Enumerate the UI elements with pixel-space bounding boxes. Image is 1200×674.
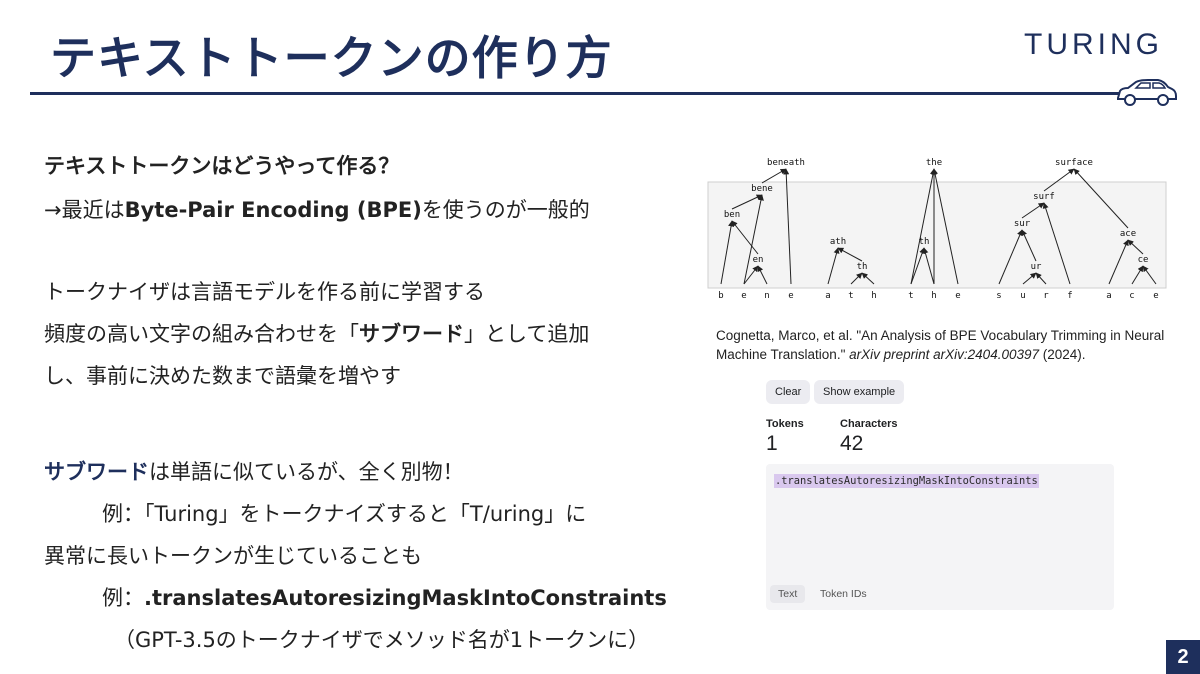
tokens-count: 1 <box>766 432 778 455</box>
tree-edge <box>1043 168 1075 192</box>
tree-node-label: surface <box>1055 158 1093 168</box>
highlighted-token: .translatesAutoresizingMaskIntoConstrain… <box>774 474 1039 488</box>
tree-edge <box>1127 239 1144 255</box>
subword-add-line: 頻度の高い文字の組み合わせを「サブワード」として追加 <box>44 322 590 346</box>
tree-node-label: ur <box>1031 262 1042 272</box>
tree-letter-label: h <box>931 291 936 301</box>
tree-edge <box>922 247 935 285</box>
tree-edge <box>1142 265 1157 285</box>
question-line: テキストトークンはどうやって作る？ <box>44 154 400 178</box>
tree-node-label: beneath <box>767 158 805 168</box>
vocab-line: し、事前に決めた数まで語彙を増やす <box>44 364 401 388</box>
tree-edge <box>827 247 840 285</box>
tree-edge <box>731 194 763 210</box>
page-number: 2 <box>1166 640 1200 674</box>
tree-letter-label: e <box>741 291 746 301</box>
tree-edge <box>1022 272 1037 285</box>
tree-node-label: ben <box>724 210 740 220</box>
tree-edge <box>998 229 1023 285</box>
tree-edge <box>1073 168 1129 229</box>
tree-edge <box>910 168 936 285</box>
tree-node-label: the <box>926 158 942 168</box>
tree-letter-label: n <box>764 291 769 301</box>
tree-letter-label: b <box>718 291 723 301</box>
bpe-line: →最近はByte-Pair Encoding (BPE)を使うのが一般的 <box>44 198 590 222</box>
subword-note-line: サブワードは単語に似ているが、全く別物！ <box>44 460 464 484</box>
long-token-line: 異常に長いトークンが生じていることも <box>44 544 422 568</box>
slide-title: テキストトークンの作り方 <box>50 31 613 85</box>
tokens-label: Tokens <box>766 418 804 430</box>
tree-edge <box>910 247 925 285</box>
tree-letter-label: f <box>1067 291 1072 301</box>
token-output-box: .translatesAutoresizingMaskIntoConstrain… <box>766 464 1114 610</box>
tree-letter-label: s <box>996 291 1001 301</box>
tree-letter-label: t <box>848 291 853 301</box>
tree-letter-label: t <box>908 291 913 301</box>
turing-logo: TURING <box>1024 28 1163 61</box>
citation: Cognetta, Marco, et al. "An Analysis of … <box>716 328 1165 362</box>
tree-edge <box>837 247 863 262</box>
tree-letter-label: e <box>788 291 793 301</box>
tree-node-label: ace <box>1120 229 1136 239</box>
tree-letter-label: a <box>825 291 830 301</box>
tree-node-label: th <box>919 237 930 247</box>
title-rule <box>30 92 1120 95</box>
tree-letter-label: a <box>1106 291 1111 301</box>
tree-node-label: ath <box>830 237 846 247</box>
tokenizer-demo: Clear Show example Tokens Characters 1 4… <box>766 380 1116 614</box>
tree-letter-label: u <box>1020 291 1025 301</box>
tree-edge <box>743 194 764 285</box>
tab-token-ids[interactable]: Token IDs <box>820 588 867 600</box>
car-icon <box>1117 79 1177 106</box>
tree-node-label: en <box>753 255 764 265</box>
tree-letter-label: h <box>871 291 876 301</box>
tree-letter-label: e <box>1153 291 1158 301</box>
tree-edge <box>720 220 735 285</box>
tree-node-label: ce <box>1138 255 1149 265</box>
turing-example-line: 例：「Turing」をトークナイズすると「T/uring」に <box>102 502 587 526</box>
tree-edge <box>1042 202 1071 285</box>
tree-background <box>707 181 1167 289</box>
method-example-line: 例：.translatesAutoresizingMaskIntoConstra… <box>102 586 667 610</box>
tree-edge <box>1021 229 1037 262</box>
tree-node-label: th <box>857 262 868 272</box>
tree-edge <box>731 220 759 255</box>
tree-edge <box>761 168 787 184</box>
tree-letter-label: e <box>955 291 960 301</box>
gpt-note-line: （GPT-3.5のトークナイザでメソッド名が1トークンに） <box>114 628 650 652</box>
train-line: トークナイザは言語モデルを作る前に学習する <box>44 280 485 304</box>
tab-text[interactable]: Text <box>770 585 806 603</box>
tree-node-label: sur <box>1014 219 1031 229</box>
tree-edge <box>1131 265 1144 285</box>
characters-label: Characters <box>840 418 898 430</box>
tree-edge <box>850 272 863 285</box>
tree-edge <box>1021 202 1045 219</box>
tree-edge <box>861 272 875 285</box>
tree-letter-label: r <box>1043 291 1049 301</box>
tree-edge <box>783 168 792 285</box>
tree-letter-label: c <box>1129 291 1134 301</box>
tree-edge <box>1035 272 1047 285</box>
clear-button[interactable]: Clear <box>766 380 811 404</box>
characters-count: 42 <box>840 432 864 455</box>
show-example-button[interactable]: Show example <box>814 380 905 404</box>
tree-node-label: bene <box>751 184 773 194</box>
tree-edge <box>1108 239 1129 285</box>
tree-edge <box>757 265 768 285</box>
tree-edge <box>743 265 759 285</box>
tree-edge <box>932 168 959 285</box>
tree-node-label: surf <box>1033 192 1055 202</box>
